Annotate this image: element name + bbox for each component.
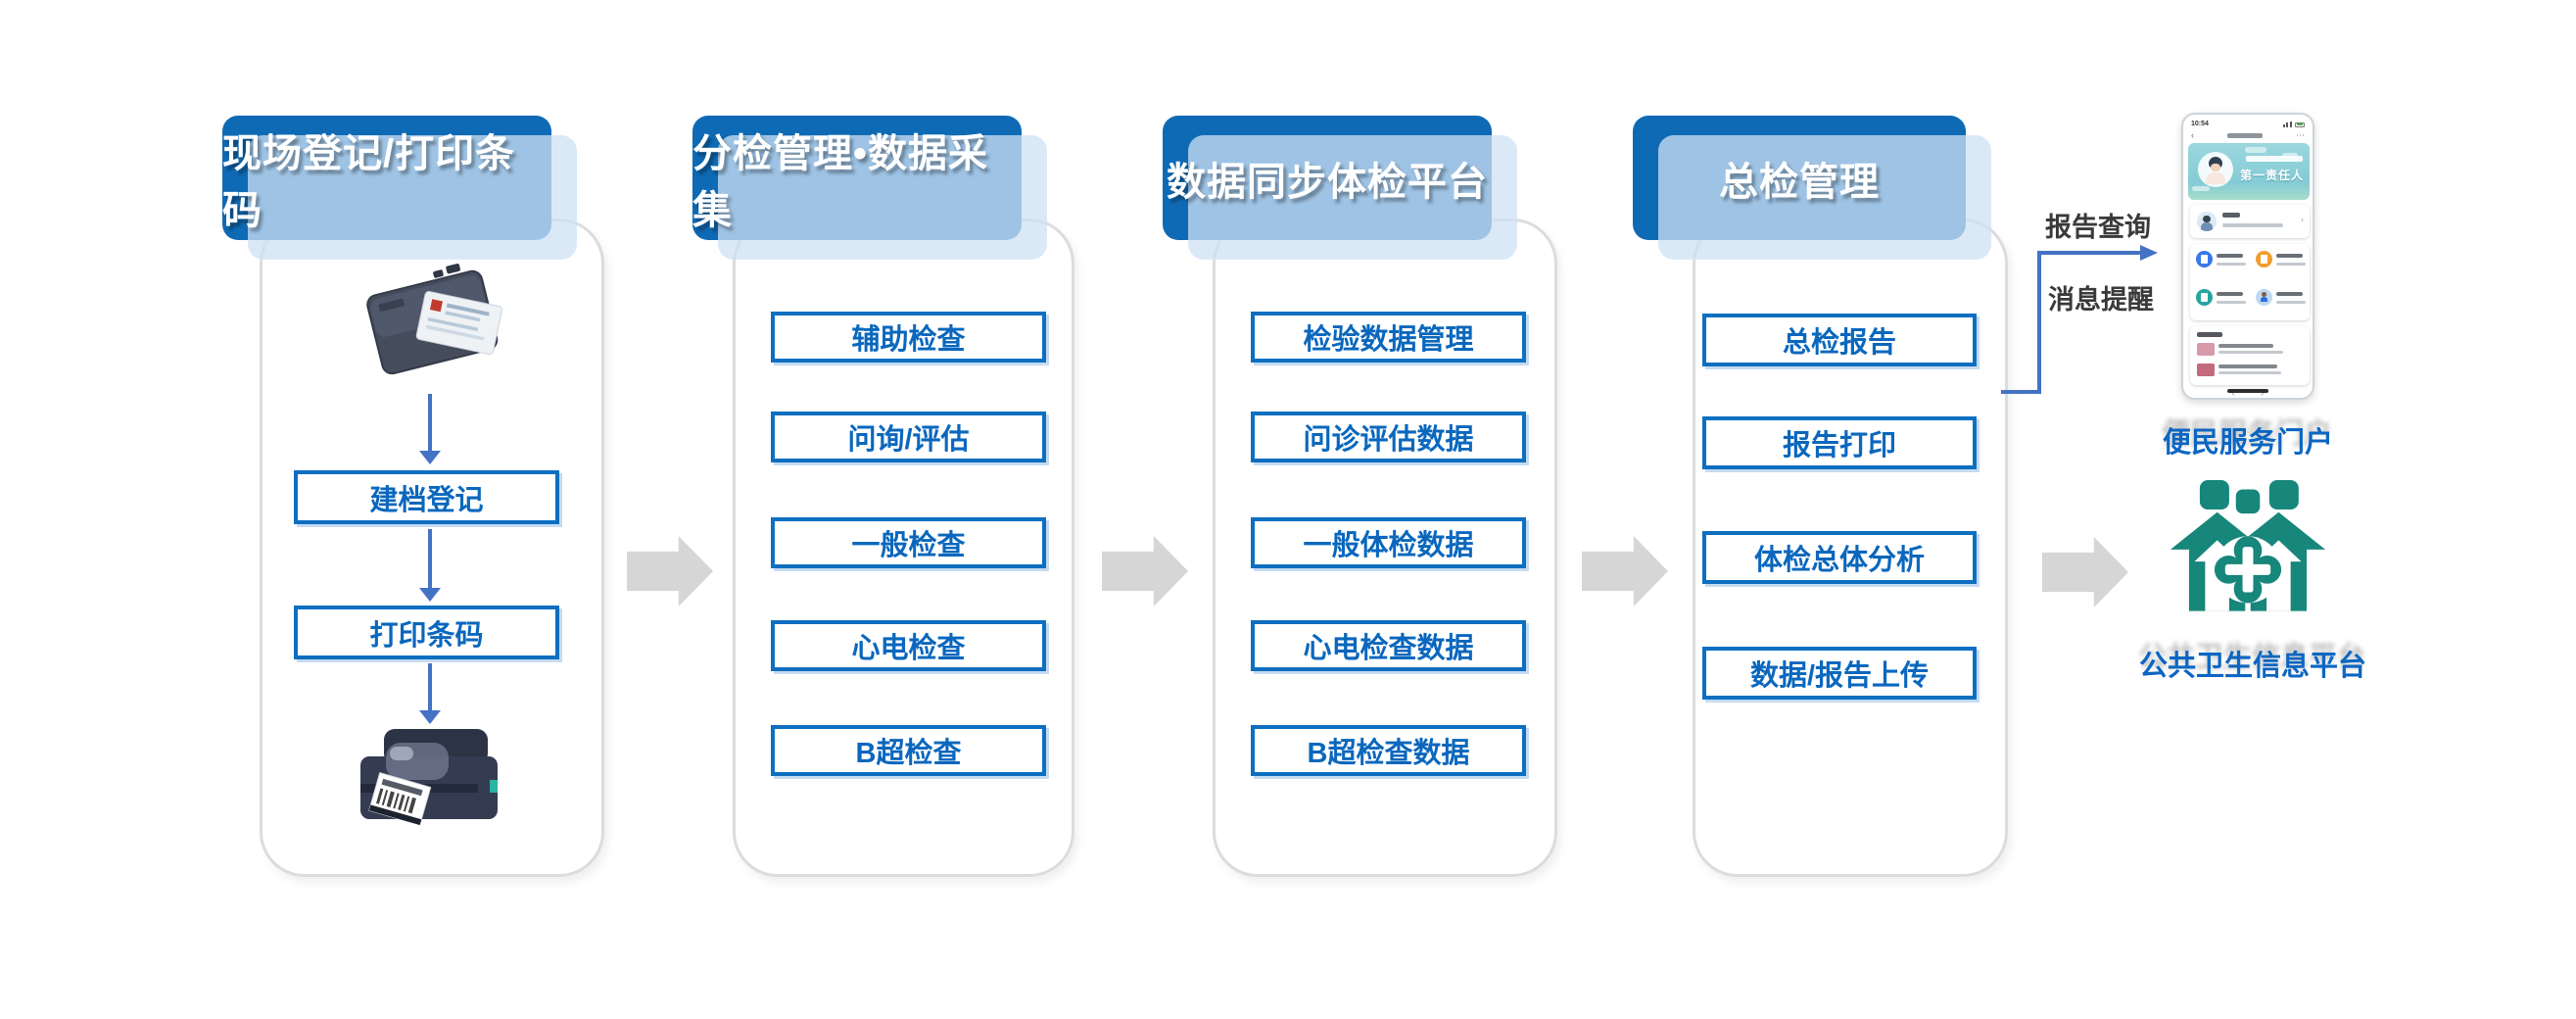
next-page-icon: › — [2261, 388, 2265, 399]
phone-nav-bar: ‹ ⋯ — [2191, 130, 2305, 140]
avatar — [2197, 212, 2217, 231]
article-thumbnail — [2197, 343, 2215, 356]
message-reminder-label: 消息提醒 — [2048, 285, 2154, 315]
flow-button-final-report: 总检报告 — [1702, 314, 1977, 366]
platform-caption: 公共卫生信息平台 — [2138, 651, 2366, 682]
flow-button-ecg-data: 心电检查数据 — [1251, 620, 1526, 671]
flow-box-archive-registration: 建档登记 — [294, 470, 559, 524]
signal-battery-icon — [2282, 121, 2305, 127]
flow-button-label: 体检总体分析 — [1753, 545, 1925, 576]
down-arrow-icon — [419, 394, 441, 464]
stage-header-label: 数据同步体检平台 — [1167, 160, 1488, 204]
flow-button-label: 总检报告 — [1782, 327, 1896, 359]
flow-button-inquiry-eval-data: 问诊评估数据 — [1251, 412, 1526, 462]
flow-button-lab-data-mgmt: 检验数据管理 — [1251, 312, 1526, 363]
flow-button-label: 检验数据管理 — [1303, 324, 1474, 356]
flow-button-label: B超检查 — [855, 738, 962, 769]
phone-user-card: › — [2190, 205, 2310, 238]
flow-arrow-icon — [1582, 536, 1668, 607]
stage-header-registration: 现场登记/打印条码 — [222, 116, 577, 260]
portal-caption: 便民服务门户 — [2162, 427, 2333, 459]
flow-button-label: 辅助检查 — [851, 324, 966, 356]
report-connector-arrow — [1993, 243, 2170, 405]
chevron-right-icon: › — [2301, 215, 2304, 224]
public-health-platform-icon — [2168, 480, 2328, 627]
barcode-printer-image — [345, 723, 519, 839]
appointment-service-icon — [2256, 251, 2272, 267]
flow-button-aux-exam: 辅助检查 — [771, 312, 1046, 363]
flow-button-ultrasound-exam: B超检查 — [771, 725, 1046, 776]
flow-button-overall-analysis: 体检总体分析 — [1702, 531, 1977, 584]
flow-button-ecg-exam: 心电检查 — [771, 620, 1046, 671]
flow-button-label: B超检查数据 — [1307, 738, 1470, 769]
article-thumbnail — [2197, 364, 2215, 376]
more-icon: ⋯ — [2296, 130, 2305, 140]
flow-button-label: 问询/评估 — [847, 424, 970, 456]
id-card-reader-image — [349, 253, 515, 390]
stage-header-label: 总检管理 — [1719, 160, 1880, 204]
down-arrow-icon — [419, 529, 441, 602]
prev-page-icon: ‹ — [2231, 388, 2235, 399]
mascot-illustration — [2198, 152, 2233, 187]
phone-services-grid — [2190, 244, 2310, 320]
service-item — [2250, 244, 2310, 282]
banner-slogan: 第一责任人 — [2239, 169, 2304, 182]
service-item — [2190, 244, 2250, 282]
flow-button-label: 一般体检数据 — [1303, 530, 1474, 561]
phone-pagination: ‹ › — [2183, 388, 2313, 399]
flow-button-general-exam: 一般检查 — [771, 517, 1046, 568]
query-service-icon — [2196, 289, 2213, 306]
flow-box-label: 建档登记 — [369, 484, 484, 516]
home-indicator — [2227, 389, 2268, 393]
stage-header-label: 分检管理•数据采集 — [692, 131, 989, 232]
banner-tagline-placeholder — [2246, 156, 2303, 162]
back-icon: ‹ — [2191, 130, 2194, 140]
flow-arrow-icon — [2042, 537, 2128, 607]
flow-box-print-barcode: 打印条码 — [294, 606, 559, 659]
phone-status-bar: 10:54 — [2191, 120, 2305, 128]
service-item — [2190, 282, 2250, 320]
family-service-icon — [2256, 289, 2272, 306]
phone-nav-title-placeholder — [2227, 132, 2263, 138]
flow-button-general-exam-data: 一般体检数据 — [1251, 517, 1526, 568]
flow-button-data-report-upload: 数据/报告上传 — [1702, 647, 1977, 700]
flow-arrow-icon — [627, 536, 713, 607]
flow-button-label: 心电检查 — [851, 633, 966, 664]
flow-button-label: 数据/报告上传 — [1749, 660, 1930, 692]
phone-article-card — [2190, 326, 2310, 385]
stage-header-triage: 分检管理•数据采集 — [692, 116, 1047, 260]
down-arrow-icon — [419, 663, 441, 724]
report-service-icon — [2196, 251, 2213, 267]
service-item — [2250, 282, 2310, 320]
stage-header-final-check: 总检管理 — [1633, 116, 1991, 260]
flow-box-label: 打印条码 — [369, 619, 484, 652]
flow-button-inquiry-eval: 问询/评估 — [771, 412, 1046, 462]
flow-button-label: 问诊评估数据 — [1303, 424, 1474, 456]
flow-button-label: 心电检查数据 — [1303, 633, 1474, 664]
stage-header-data-sync: 数据同步体检平台 — [1163, 116, 1517, 260]
phone-mockup: 10:54 ‹ ⋯ 第一责任人 › — [2181, 113, 2314, 400]
report-query-label: 报告查询 — [2045, 213, 2151, 242]
flow-arrow-icon — [1102, 536, 1188, 607]
phone-time: 10:54 — [2191, 121, 2209, 127]
flow-button-ultrasound-data: B超检查数据 — [1251, 725, 1526, 776]
stage-header-label: 现场登记/打印条码 — [222, 131, 516, 232]
phone-banner: 第一责任人 — [2188, 143, 2310, 200]
flow-button-label: 报告打印 — [1782, 430, 1896, 461]
flow-button-report-print: 报告打印 — [1702, 416, 1977, 469]
flow-button-label: 一般检查 — [851, 530, 966, 561]
